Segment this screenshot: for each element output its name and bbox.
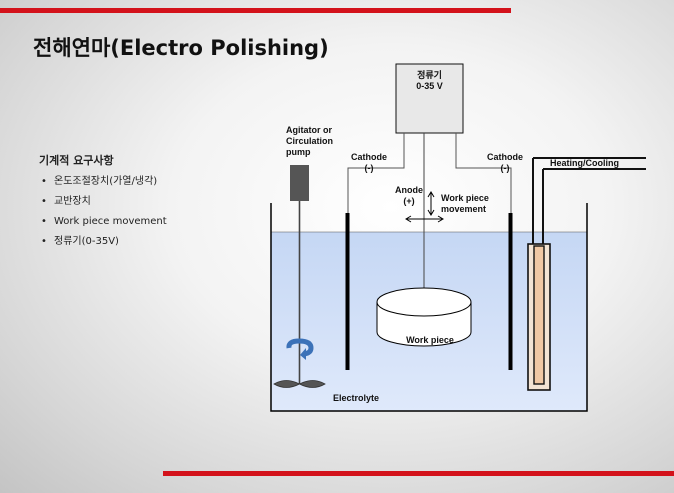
- requirement-item: Work piece movement: [39, 216, 239, 236]
- requirements-panel: 기계적 요구사항 온도조절장치(가열/냉각) 교반장치 Work piece m…: [39, 152, 239, 256]
- cathode-left-polarity: (-): [365, 163, 374, 173]
- cathode-plate-right: [508, 213, 513, 370]
- movement-label: Work piece: [441, 193, 489, 203]
- propeller-icon: [273, 380, 326, 388]
- anode-polarity: (+): [403, 196, 414, 206]
- work-piece-top: [376, 287, 472, 317]
- work-piece-label: Work piece: [406, 335, 454, 345]
- agitator-motor: [290, 165, 309, 201]
- cathode-wire-right: [455, 133, 512, 213]
- bottom-accent-bar: [163, 471, 674, 476]
- rotation-arrow-icon: [286, 338, 314, 357]
- electrolyte-label: Electrolyte: [333, 393, 379, 403]
- rectifier-label: 정류기: [417, 69, 442, 80]
- requirement-item: 교반장치: [39, 196, 239, 216]
- requirement-item: 온도조절장치(가열/냉각): [39, 176, 239, 196]
- heating-tube-inner: [533, 245, 545, 385]
- movement-label-line2: movement: [441, 204, 486, 214]
- agitator-label: Agitator or: [286, 125, 332, 135]
- anode-label: Anode: [395, 185, 423, 195]
- cathode-plate-left: [345, 213, 350, 370]
- rotation-arrowhead-icon: [300, 348, 306, 360]
- top-accent-bar: [0, 8, 511, 13]
- rectifier-voltage-label: 0-35 V: [416, 81, 443, 91]
- electrolyte-tank: [270, 203, 588, 412]
- rectifier-box: [395, 63, 464, 134]
- agitator-label-line2: Circulation: [286, 136, 333, 146]
- cathode-left-label: Cathode: [351, 152, 387, 162]
- requirement-item: 정류기(0-35V): [39, 236, 239, 256]
- requirements-list: 온도조절장치(가열/냉각) 교반장치 Work piece movement 정…: [39, 176, 239, 256]
- cathode-right-label: Cathode: [487, 152, 523, 162]
- vertical-arrowheads: [427, 191, 435, 216]
- agitator-label-line3: pump: [286, 147, 311, 157]
- horizontal-arrowheads: [405, 215, 444, 223]
- requirements-heading: 기계적 요구사항: [39, 154, 114, 167]
- cathode-right-polarity: (-): [501, 163, 510, 173]
- heating-cooling-label: Heating/Cooling: [550, 158, 619, 168]
- page-title: 전해연마(Electro Polishing): [33, 36, 329, 60]
- cathode-wire-left: [347, 133, 405, 213]
